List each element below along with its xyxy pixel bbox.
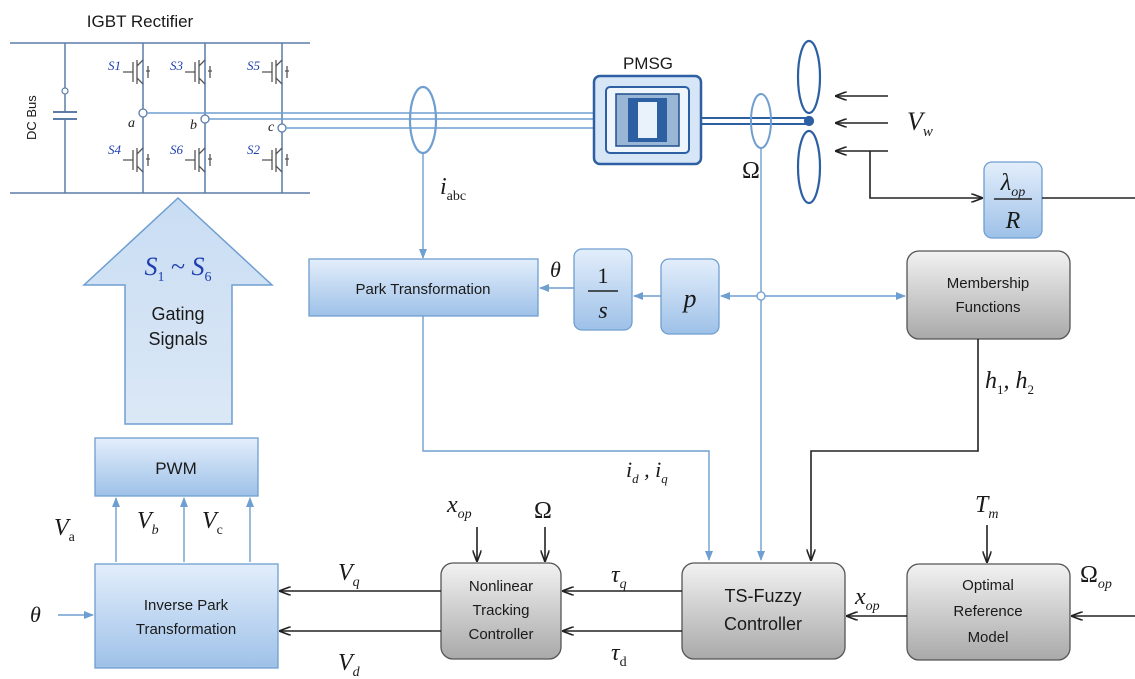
vq-label: Vq [338,560,360,590]
phase-b-node [200,114,210,124]
idiq-label: id , iq [626,457,668,486]
va-label: Va [54,515,76,545]
igbt-switches [123,59,289,173]
pwm-label: PWM [155,459,197,478]
inverse-park-line-2: Transformation [136,621,236,638]
phase-c-node [277,123,287,133]
gating-label-2: Signals [148,329,207,349]
optimal-reference-model-block [906,563,1071,661]
h1h2-label: h1, h2 [985,368,1034,397]
park-transformation-block [308,258,539,317]
nltc-line-2: Tracking [473,602,530,619]
xop-label-right: xop [854,584,880,614]
vw-label: Vw [907,107,933,140]
phase-a-node [138,108,148,118]
switch-s2-label: S2 [247,142,261,157]
switch-s1-label: S1 [108,58,121,73]
lambda-over-r-block [983,161,1043,239]
vb-label: Vb [137,508,159,538]
phase-a-label: a [128,116,135,131]
igbt-rectifier: IGBT Rectifier DC Bus [10,12,310,194]
gating-label-1: Gating [151,304,204,324]
speed-sensor [750,93,772,149]
wind-arrows [836,96,888,151]
optimal-line-1: Optimal [962,577,1014,594]
lambda-op-label: λop [1000,170,1025,200]
gain-p-label: p [682,284,697,313]
nltc-line-3: Controller [468,626,533,643]
integrator-num: 1 [598,263,609,288]
current-sensor-ct [408,85,438,155]
ts-fuzzy-controller-block [681,562,846,660]
switch-s3-label: S3 [170,58,184,73]
pmsg-generator: PMSG [592,54,810,166]
switch-s6-label: S6 [170,142,184,157]
dc-bus-label: DC Bus [24,95,39,140]
rectifier-title: IGBT Rectifier [87,12,194,31]
three-phase-lines [147,112,595,129]
idiq-line [422,316,713,561]
optimal-line-2: Reference [953,603,1022,620]
gating-signals-arrow: S1 ~ S6 Gating Signals [82,196,274,425]
r-label: R [1005,208,1021,234]
phase-c-label: c [268,120,275,135]
tau-q-label: τq [611,562,627,592]
phase-b-label: b [190,118,197,133]
theta-label-bottom: θ [30,602,41,627]
park-transformation-label: Park Transformation [355,281,490,298]
h1h2-line [811,339,979,560]
omega-label-nltc: Ω [534,498,552,524]
pmsg-label: PMSG [623,54,673,73]
tm-label: Tm [975,492,998,522]
tsfuzzy-line-1: TS-Fuzzy [724,586,801,606]
iabc-label: iabc [440,174,466,204]
voltage-reference-lines [112,497,254,562]
integrator-den: s [598,298,607,324]
nltc-line-1: Nonlinear [469,578,533,595]
rectifier-legs [142,43,283,193]
inverse-park-line-1: Inverse Park [144,597,229,614]
pwm-block [94,437,259,497]
switch-s4-label: S4 [108,142,122,157]
vc-label: Vc [202,508,223,538]
membership-functions-block [906,250,1071,340]
dc-capacitor [53,43,77,193]
inverse-park-block [94,563,279,669]
tsfuzzy-line-2: Controller [724,614,802,634]
membership-line-1: Membership [947,275,1030,292]
switch-s5-label: S5 [247,58,261,73]
nonlinear-tracking-controller-block [440,562,562,660]
integrator-block [573,248,633,331]
optimal-line-3: Model [968,629,1009,646]
wind-turbine-blades [796,39,822,205]
vd-label: Vd [338,650,361,679]
tau-d-label: τd [611,640,627,670]
gating-range-label: S1 ~ S6 [144,252,211,285]
omega-label: Ω [742,158,760,184]
membership-line-2: Functions [955,299,1020,316]
xop-label-top: xop [446,492,472,522]
wind-to-lambda-line [869,151,982,198]
theta-label-top: θ [550,257,561,282]
omega-tap-node [756,291,766,301]
omega-op-label: Ωop [1080,562,1112,592]
